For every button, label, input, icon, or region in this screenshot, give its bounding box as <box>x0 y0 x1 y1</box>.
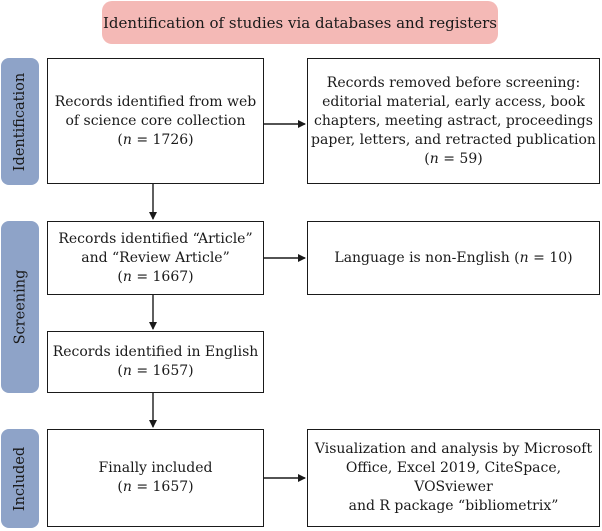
diagram-title: Identification of studies via databases … <box>102 1 498 44</box>
records-removed-line3: chapters, meeting astract, proceedings <box>314 112 593 129</box>
records-identified-count: (n = 1726) <box>117 131 194 148</box>
visualization-line1: Visualization and analysis by Microsoft <box>314 441 593 457</box>
n-value: = 1667) <box>131 268 194 285</box>
box-article-review: Records identified “Article” and “Review… <box>47 221 264 295</box>
box-visualization: Visualization and analysis by Microsoft … <box>307 429 600 527</box>
english-line1: Records identified in English <box>52 344 259 360</box>
records-removed-line2: editorial material, early access, book <box>322 93 585 110</box>
non-english-text: Language is non-English (n = 10) <box>334 249 572 268</box>
n-value: = 1726) <box>131 131 194 148</box>
records-identified-line2: of science core collection <box>65 112 246 129</box>
diagram-title-text: Identification of studies via databases … <box>103 13 497 32</box>
english-count: (n = 1657) <box>117 363 194 379</box>
article-review-line1: Records identified “Article” <box>58 230 253 247</box>
visualization-line2: Office, Excel 2019, CiteSpace, VOSviewer <box>345 460 562 495</box>
phase-screening: Screening <box>1 221 39 393</box>
box-final-included: Finally included (n = 1657) <box>47 429 264 527</box>
box-non-english: Language is non-English (n = 10) <box>307 221 600 295</box>
n-symbol: n <box>519 249 529 266</box>
n-value: = 1657) <box>131 479 194 495</box>
box-english: Records identified in English (n = 1657) <box>47 331 264 393</box>
n-value: = 59) <box>438 150 483 167</box>
n-symbol: n <box>122 479 132 495</box>
n-value: = 1657) <box>131 363 194 379</box>
n-value: = 10) <box>528 249 573 266</box>
visualization-line3: and R package “bibliometrix” <box>348 498 559 514</box>
records-removed-line4: paper, letters, and retracted publicatio… <box>311 131 596 148</box>
records-removed-line1: Records removed before screening: <box>326 74 581 91</box>
article-review-line2: and “Review Article” <box>81 249 230 266</box>
records-identified-line1: Records identified from web <box>54 93 257 110</box>
phase-identification: Identification <box>1 58 39 185</box>
records-removed-count: (n = 59) <box>424 150 483 167</box>
non-english-line1: Language is non-English ( <box>334 249 520 266</box>
n-symbol: n <box>429 150 439 167</box>
final-line1: Finally included <box>98 460 213 476</box>
n-symbol: n <box>122 363 132 379</box>
box-records-removed: Records removed before screening: editor… <box>307 58 600 184</box>
article-review-count: (n = 1667) <box>117 268 194 285</box>
box-records-identified: Records identified from web of science c… <box>47 58 264 184</box>
final-count: (n = 1657) <box>117 479 194 495</box>
n-symbol: n <box>122 268 132 285</box>
phase-included: Included <box>1 429 39 528</box>
n-symbol: n <box>122 131 132 148</box>
